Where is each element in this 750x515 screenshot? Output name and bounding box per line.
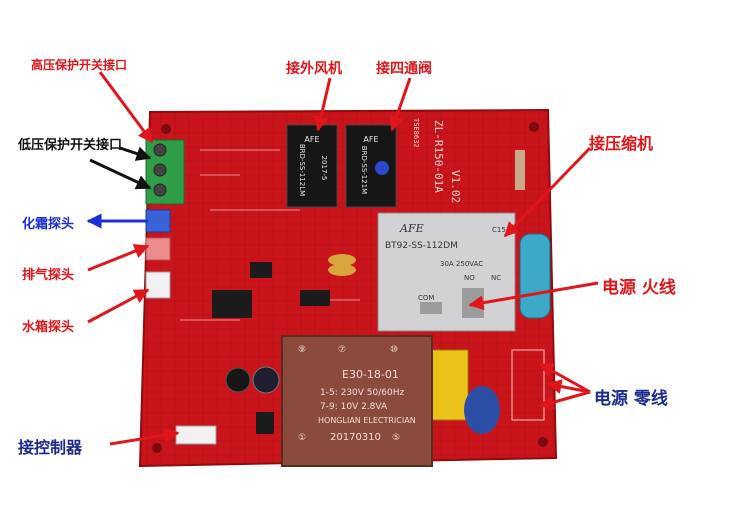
board-model: ZL-R150-01A: [432, 120, 445, 193]
svg-text:BRD-SS-112LM: BRD-SS-112LM: [298, 144, 306, 196]
arrow-neutral-2: [546, 379, 591, 394]
arrow-compressor: [503, 146, 592, 238]
svg-text:⑦: ⑦: [338, 345, 346, 355]
svg-text:AFE: AFE: [304, 135, 319, 144]
annotation-arrows: [86, 71, 599, 446]
fuse: [519, 233, 551, 319]
svg-text:7-9: 10V 2.8VA: 7-9: 10V 2.8VA: [320, 402, 388, 412]
svg-text:COM: COM: [418, 294, 434, 302]
arrow-valve: [389, 77, 412, 132]
label-live-wire: 电源 火线: [602, 278, 676, 298]
defrost-probe-connector: [145, 209, 171, 233]
pressure-switch-terminal: [145, 139, 185, 205]
arrow-fan: [313, 77, 332, 132]
board-version: V1.02: [449, 170, 462, 203]
label-neutral-wire: 电源 零线: [594, 389, 668, 409]
board-code: TSE8632: [412, 118, 420, 148]
svg-text:AFE: AFE: [363, 135, 378, 144]
arrow-low-pressure-2: [89, 158, 152, 190]
relay-fan: AFE BRD-SS-112LM 2017-5: [286, 124, 338, 208]
arrow-live: [468, 281, 599, 311]
label-exhaust-probe: 排气探头: [22, 268, 75, 283]
svg-text:BT92-SS-112DM: BT92-SS-112DM: [385, 241, 458, 251]
svg-text:E30-18-01: E30-18-01: [342, 368, 399, 381]
controller-connector: [175, 425, 217, 445]
exhaust-probe-connector: [145, 237, 171, 261]
svg-text:⑤: ⑤: [392, 433, 400, 443]
svg-text:NO: NO: [464, 274, 475, 282]
label-defrost-probe: 化霜探头: [22, 217, 75, 232]
label-compressor: 接压缩机: [589, 134, 654, 153]
label-tank-probe: 水箱探头: [22, 320, 75, 335]
label-low-pressure: 低压保护开关接口: [18, 138, 123, 153]
svg-text:AFE: AFE: [399, 222, 424, 235]
relay-compressor: AFE C15 BT92-SS-112DM 30A 250VAC NO NC C…: [377, 212, 516, 332]
tank-probe-connector: [145, 271, 171, 299]
arrow-low-pressure: [119, 146, 152, 161]
svg-text:⑨: ⑨: [298, 345, 306, 355]
arrow-high-pressure: [98, 71, 154, 144]
transformer: ⑦ ⑩ E30-18-01 1-5: 230V 50/60Hz 7-9: 10V…: [281, 335, 433, 467]
arrow-neutral-3: [538, 390, 591, 410]
svg-text:BRD-SS-121M: BRD-SS-121M: [360, 146, 368, 194]
relay-four-way-valve: AFE BRD-SS-121M: [345, 124, 397, 208]
arrow-neutral-1: [538, 362, 591, 394]
svg-text:HONGLIAN ELECTRICIAN: HONGLIAN ELECTRICIAN: [318, 416, 416, 425]
svg-text:30A 250VAC: 30A 250VAC: [440, 260, 483, 268]
arrow-tank: [87, 288, 150, 324]
svg-text:20170310: 20170310: [330, 432, 381, 443]
label-outdoor-fan: 接外风机: [286, 61, 342, 77]
svg-text:1-5: 230V 50/60Hz: 1-5: 230V 50/60Hz: [320, 388, 404, 398]
svg-text:C15: C15: [492, 226, 506, 234]
svg-text:NC: NC: [491, 274, 501, 282]
label-four-way-valve: 接四通阀: [376, 61, 432, 77]
svg-text:⑩: ⑩: [390, 345, 398, 355]
svg-text:①: ①: [298, 433, 306, 443]
arrow-controller: [109, 427, 180, 446]
label-high-pressure: 高压保护开关接口: [31, 58, 128, 72]
svg-text:2017-5: 2017-5: [320, 156, 328, 181]
arrow-exhaust: [87, 244, 150, 272]
label-controller: 接控制器: [18, 438, 83, 457]
